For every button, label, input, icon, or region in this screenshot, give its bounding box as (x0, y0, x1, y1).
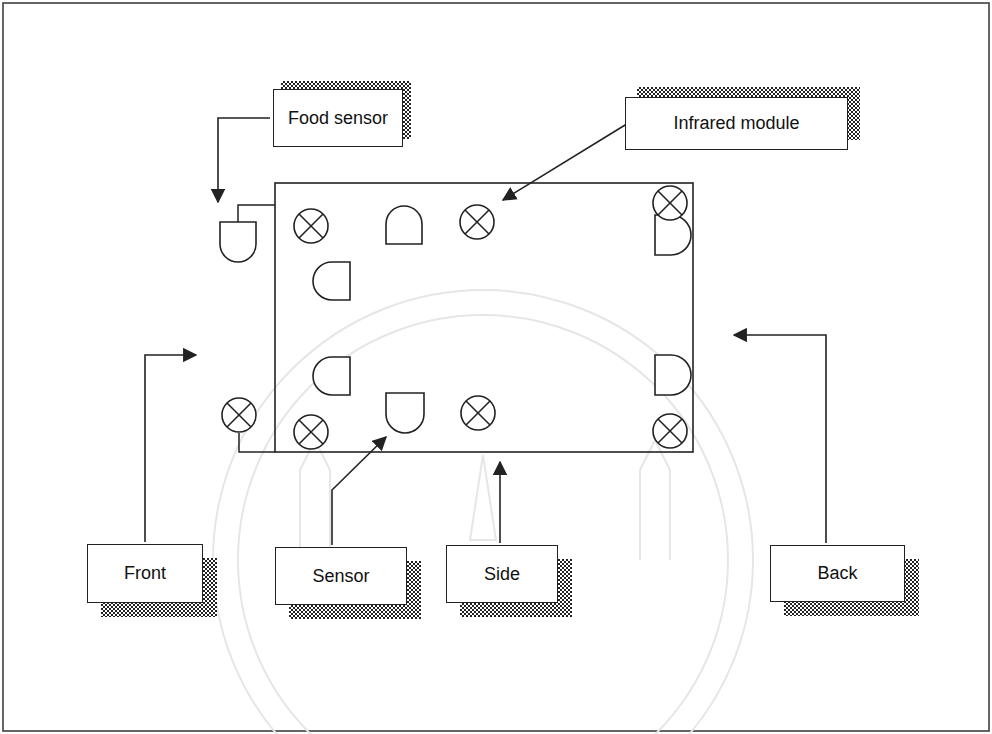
label-text: Sensor (304, 566, 377, 587)
label-box: Back (770, 545, 905, 602)
frame (3, 3, 989, 731)
label-text: Side (476, 564, 528, 585)
label-text: Front (116, 563, 174, 584)
label-box: Food sensor (273, 89, 403, 147)
label-text: Food sensor (280, 108, 396, 129)
leader-arrows (145, 118, 826, 545)
watermark-seal (213, 290, 753, 734)
label-box: Sensor (275, 547, 407, 605)
label-text: Infrared module (665, 113, 807, 134)
food-sensor-symbol (220, 222, 256, 262)
label-box: Side (446, 545, 558, 603)
ir-wire (239, 433, 275, 452)
label-box: Front (87, 544, 203, 603)
label-box: Infrared module (625, 97, 848, 150)
robot-body (275, 183, 693, 452)
sensor-symbols (313, 206, 691, 433)
label-text: Back (809, 563, 865, 584)
infrared-symbols (222, 186, 687, 449)
sensor-wire (238, 205, 275, 222)
